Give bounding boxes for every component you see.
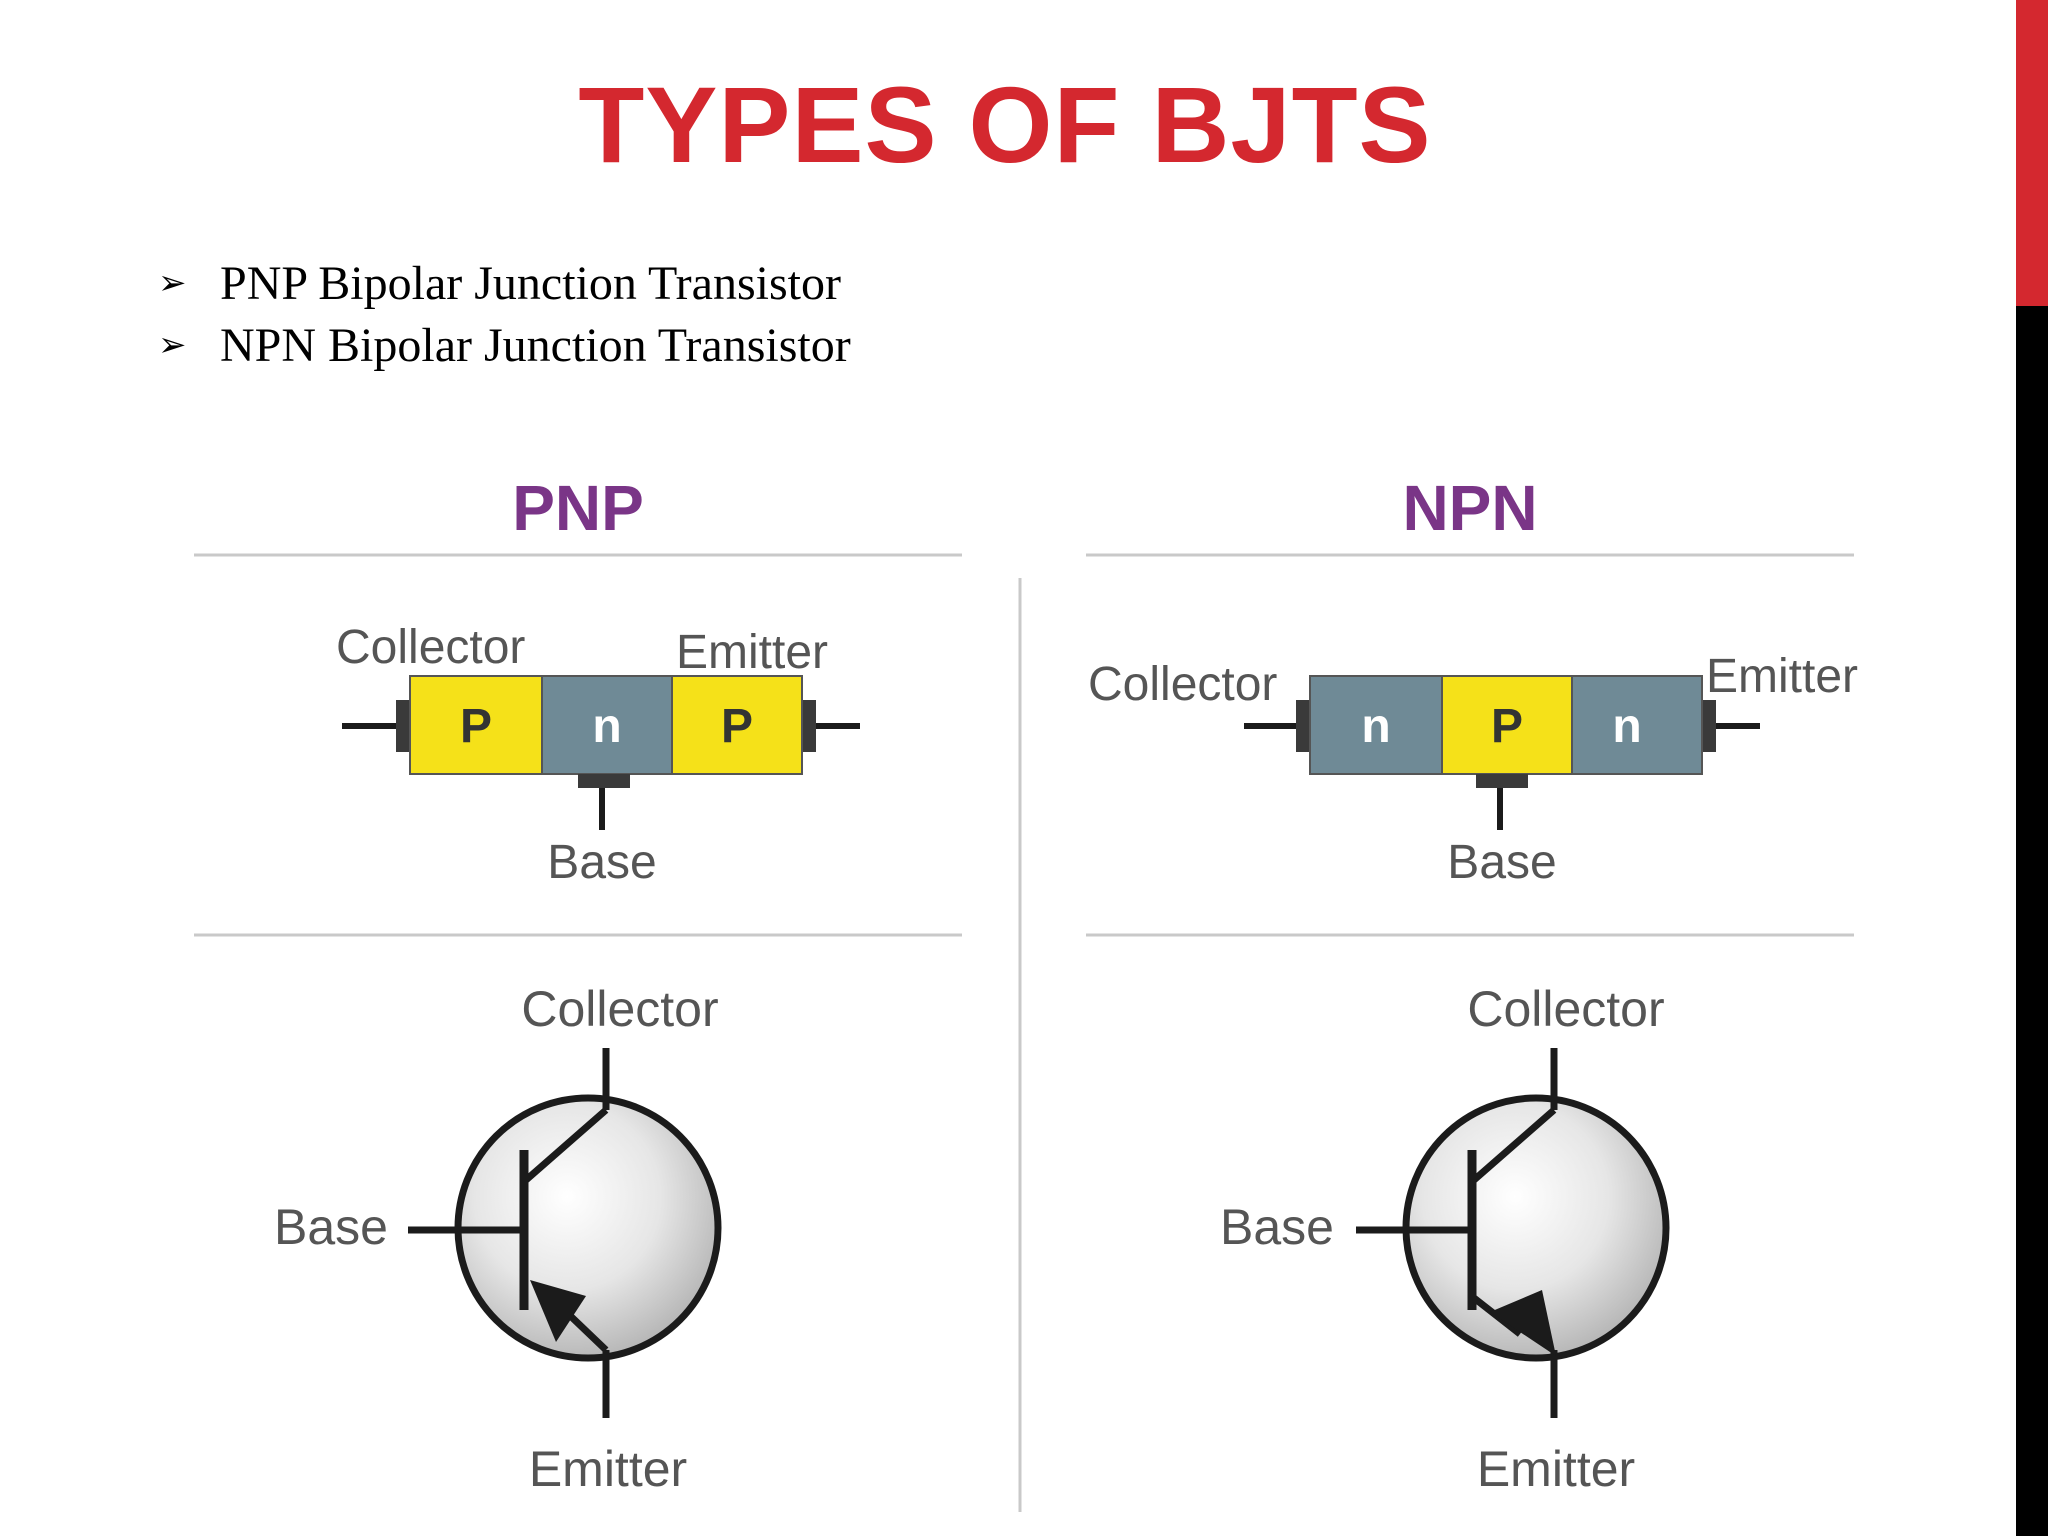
pnp-region-1-letter: P	[460, 700, 492, 753]
pnp-collector-label: Collector	[336, 621, 525, 674]
pnp-region-3	[671, 675, 803, 775]
accent-bar-black	[2016, 306, 2048, 1536]
pnp-region-1	[409, 675, 543, 775]
bullet-list: ➢ PNP Bipolar Junction Transistor ➢ NPN …	[158, 252, 851, 376]
pnp-heading: PNP	[512, 472, 644, 544]
arrowhead-bullet-icon: ➢	[158, 263, 187, 303]
bullet-text: NPN Bipolar Junction Transistor	[220, 318, 851, 372]
pnp-symbol-collector-label: Collector	[521, 981, 718, 1037]
npn-emitter-arrow-icon	[1490, 1290, 1556, 1356]
slide-title: TYPES OF BJTS	[578, 64, 1432, 185]
pnp-emitter-arrow-icon	[530, 1280, 586, 1342]
npn-symbol-collector-label: Collector	[1467, 981, 1664, 1037]
npn-region-1-letter: n	[1361, 700, 1390, 753]
pnp-symbol-base-label: Base	[274, 1199, 388, 1255]
npn-region-3-letter: n	[1612, 700, 1641, 753]
npn-symbol-emitter-label: Emitter	[1477, 1441, 1635, 1497]
npn-region-2	[1441, 675, 1573, 775]
pnp-transistor-symbol: Collector Base Emitter	[274, 981, 722, 1497]
bullet-item-pnp: ➢ PNP Bipolar Junction Transistor	[158, 252, 851, 314]
bullet-text: PNP Bipolar Junction Transistor	[220, 256, 841, 310]
npn-junction-diagram: Collector Emitter n P n Base	[1088, 650, 1858, 889]
npn-base-label: Base	[1447, 836, 1556, 889]
pnp-region-3-letter: P	[721, 700, 753, 753]
npn-collector-label: Collector	[1088, 658, 1277, 711]
bullet-item-npn: ➢ NPN Bipolar Junction Transistor	[158, 314, 851, 376]
pnp-emitter-label: Emitter	[676, 626, 828, 679]
accent-bar-red	[2016, 0, 2048, 306]
pnp-base-label: Base	[547, 836, 656, 889]
npn-emitter-label: Emitter	[1706, 650, 1858, 703]
npn-transistor-symbol: Collector Base Emitter	[1220, 981, 1670, 1497]
pnp-symbol-emitter-label: Emitter	[529, 1441, 687, 1497]
pnp-junction-diagram: Collector Emitter P n P Base	[336, 621, 860, 889]
npn-region-2-letter: P	[1491, 700, 1523, 753]
npn-symbol-base-label: Base	[1220, 1199, 1334, 1255]
pnp-region-2-letter: n	[592, 700, 621, 753]
npn-region-3	[1571, 675, 1703, 775]
npn-heading: NPN	[1402, 472, 1537, 544]
arrowhead-bullet-icon: ➢	[158, 325, 187, 365]
